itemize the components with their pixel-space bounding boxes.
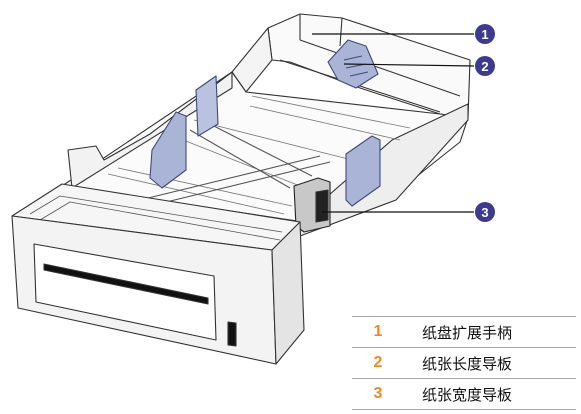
callout-1-number: 1 bbox=[481, 27, 488, 42]
tray-left-wall bbox=[67, 71, 233, 189]
callout-2: 2 bbox=[475, 56, 495, 76]
legend-number: 3 bbox=[352, 378, 404, 410]
legend-table: 1 纸盘扩展手柄 2 纸张长度导板 3 纸张宽度导板 bbox=[352, 316, 576, 410]
callout-3-number: 3 bbox=[481, 205, 488, 220]
legend-number: 2 bbox=[352, 347, 404, 379]
callout-3-badge bbox=[475, 202, 495, 222]
tray-indicator-window bbox=[227, 321, 237, 347]
width-guide-clip-grip bbox=[315, 189, 329, 223]
tray-front-ridges bbox=[29, 195, 283, 241]
tray-front-side bbox=[271, 221, 305, 365]
left-width-guide bbox=[149, 111, 187, 189]
callout-2-badge bbox=[475, 56, 495, 76]
tray-handle-opening bbox=[43, 263, 209, 305]
legend-row: 3 纸张宽度导板 bbox=[352, 378, 576, 410]
tray-linkage bbox=[139, 121, 331, 207]
legend-label: 纸盘扩展手柄 bbox=[404, 316, 576, 348]
callout-1: 1 bbox=[475, 24, 495, 44]
legend-number: 1 bbox=[352, 316, 404, 348]
right-width-guide bbox=[345, 135, 381, 207]
callout-3: 3 bbox=[475, 202, 495, 222]
legend-row: 1 纸盘扩展手柄 bbox=[352, 316, 576, 348]
legend-row: 2 纸张长度导板 bbox=[352, 347, 576, 379]
callout-2-number: 2 bbox=[481, 59, 488, 74]
callout-2-leader bbox=[343, 63, 475, 67]
tray-handle-slot bbox=[33, 243, 217, 341]
callout-1-badge bbox=[475, 24, 495, 44]
tray-extension-rail bbox=[279, 14, 461, 113]
legend-label: 纸张长度导板 bbox=[404, 347, 576, 379]
tray-floor-ribs bbox=[107, 95, 411, 215]
left-width-guide-tab bbox=[195, 75, 219, 137]
legend-label: 纸张宽度导板 bbox=[404, 378, 576, 410]
